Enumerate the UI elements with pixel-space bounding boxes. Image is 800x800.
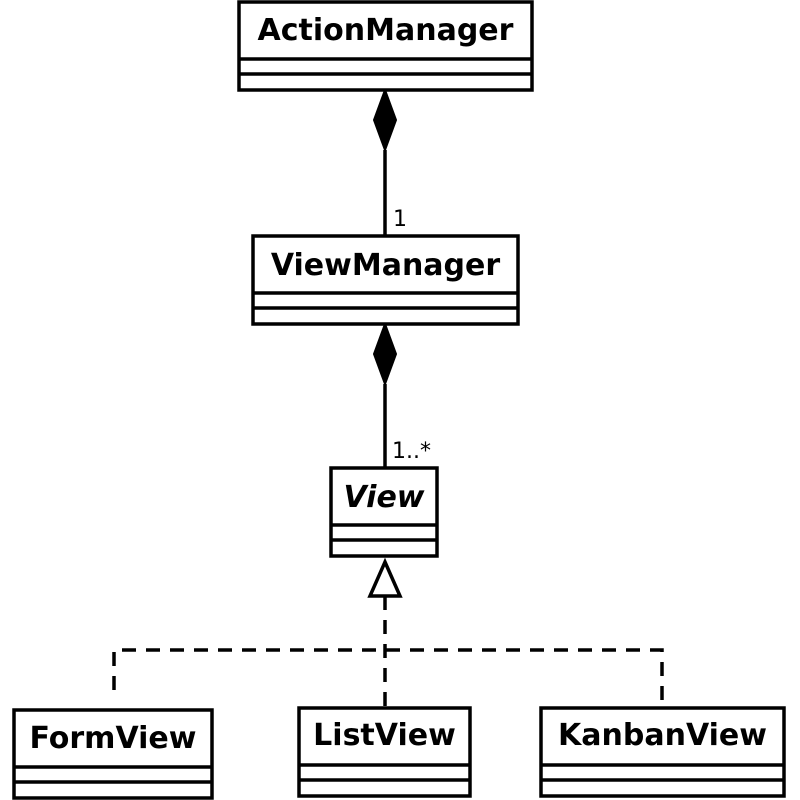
composition-diamond-icon xyxy=(372,87,398,153)
realization-views xyxy=(112,557,664,708)
realization-triangle-icon xyxy=(367,557,403,598)
realization-line xyxy=(112,648,664,708)
class-kanbanview: KanbanView xyxy=(539,706,786,798)
class-name: View xyxy=(343,480,424,515)
composition-actionmanager-viewmanager: 1 xyxy=(372,87,407,236)
class-name: ListView xyxy=(313,718,456,753)
class-view: View xyxy=(329,466,439,558)
class-viewmanager: ViewManager xyxy=(251,234,520,326)
class-name: KanbanView xyxy=(558,718,767,753)
class-listview: ListView xyxy=(297,706,472,798)
class-name: FormView xyxy=(30,721,197,756)
class-name: ActionManager xyxy=(258,13,514,48)
multiplicity-label: 1..* xyxy=(392,439,431,464)
multiplicity-label: 1 xyxy=(393,207,407,232)
class-name: ViewManager xyxy=(271,248,501,283)
composition-viewmanager-view: 1..* xyxy=(372,321,431,468)
class-formview: FormView xyxy=(12,708,214,800)
composition-diamond-icon xyxy=(372,321,398,387)
class-actionmanager: ActionManager xyxy=(237,0,534,92)
